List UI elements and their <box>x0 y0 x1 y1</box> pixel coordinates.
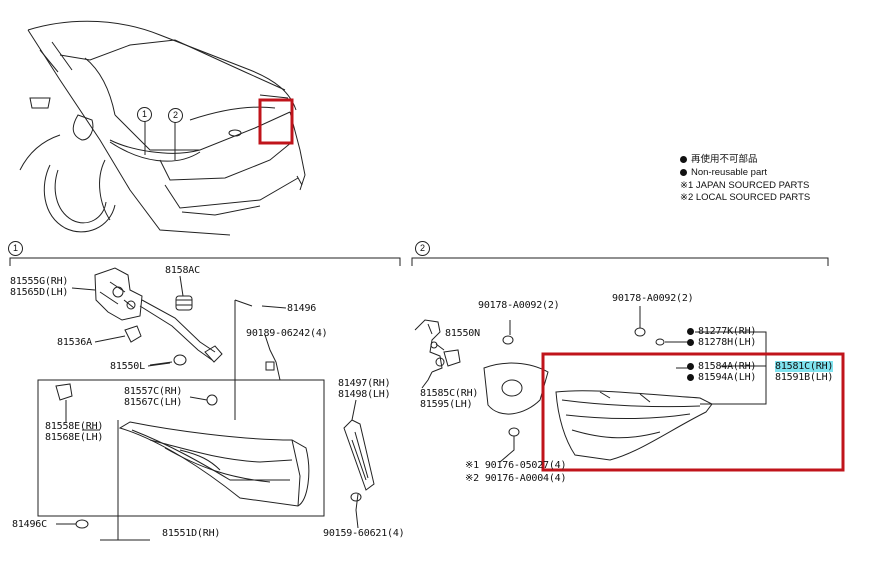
bullet-icon <box>687 363 694 370</box>
part-81568E[interactable]: 81568E(LH) <box>45 432 104 443</box>
bullet-icon <box>680 156 687 163</box>
legend-note-2: ※2 LOCAL SOURCED PARTS <box>680 192 811 203</box>
part-81498[interactable]: 81498(LH) <box>338 389 391 400</box>
part-81536A[interactable]: 81536A <box>57 337 92 348</box>
part-81496[interactable]: 81496 <box>287 303 317 314</box>
part-90178-right[interactable]: 90178-A0092(2) <box>612 293 694 304</box>
part-81550N[interactable]: 81550N <box>445 328 480 339</box>
legend-note-1: ※1 JAPAN SOURCED PARTS <box>680 180 810 191</box>
part-81595[interactable]: 81595(LH) <box>420 399 473 410</box>
part-8158AC[interactable]: 8158AC <box>165 265 200 276</box>
part-90176-jp[interactable]: ※1 90176-05027(4) <box>465 460 567 471</box>
part-81551D[interactable]: 81551D(RH) <box>162 528 221 539</box>
part-81558E[interactable]: 81558E(RH) <box>45 421 104 432</box>
part-81591B[interactable]: 81591B(LH) <box>775 372 834 383</box>
callout-2[interactable]: 2 <box>168 108 183 123</box>
part-81584A[interactable]: 81584A(RH) <box>687 361 756 372</box>
car-rear-illustration <box>19 20 306 236</box>
part-81581C-highlighted[interactable]: 81581C(RH) <box>775 361 834 372</box>
part-81557C[interactable]: 81557C(RH) <box>124 386 183 397</box>
part-81497[interactable]: 81497(RH) <box>338 378 391 389</box>
bullet-icon <box>687 374 694 381</box>
socket-assembly <box>94 267 223 363</box>
part-90178-left[interactable]: 90178-A0092(2) <box>478 300 560 311</box>
highlight-box-car <box>258 98 294 145</box>
tail-lamp-inner <box>555 390 713 461</box>
part-90159[interactable]: 90159-60621(4) <box>323 528 405 539</box>
part-90189[interactable]: 90189-06242(4) <box>246 328 328 339</box>
highlight-box-lamp <box>541 352 845 472</box>
part-81277K[interactable]: 81277K(RH) <box>687 326 756 337</box>
bullet-icon <box>687 339 694 346</box>
part-81555G[interactable]: 81555G(RH) <box>10 276 69 287</box>
legend-reusable-jp: 再使用不可部品 <box>680 154 758 165</box>
part-81550L[interactable]: 81550L <box>110 361 145 372</box>
part-90176-local[interactable]: ※2 90176-A0004(4) <box>465 473 567 484</box>
part-81567C[interactable]: 81567C(LH) <box>124 397 183 408</box>
part-81278H[interactable]: 81278H(LH) <box>687 337 756 348</box>
socket-wire-2 <box>414 319 445 389</box>
part-81594A[interactable]: 81594A(LH) <box>687 372 756 383</box>
part-81496C[interactable]: 81496C <box>12 519 47 530</box>
callout-1[interactable]: 1 <box>137 107 152 122</box>
bullet-icon <box>680 169 687 176</box>
part-81565D[interactable]: 81565D(LH) <box>10 287 69 298</box>
tail-lamp-rh <box>118 421 310 507</box>
legend-non-reusable: Non-reusable part <box>680 167 767 178</box>
part-81585C[interactable]: 81585C(RH) <box>420 388 479 399</box>
bullet-icon <box>687 328 694 335</box>
section-1-marker: 1 <box>8 241 23 256</box>
section-2-marker: 2 <box>415 241 430 256</box>
